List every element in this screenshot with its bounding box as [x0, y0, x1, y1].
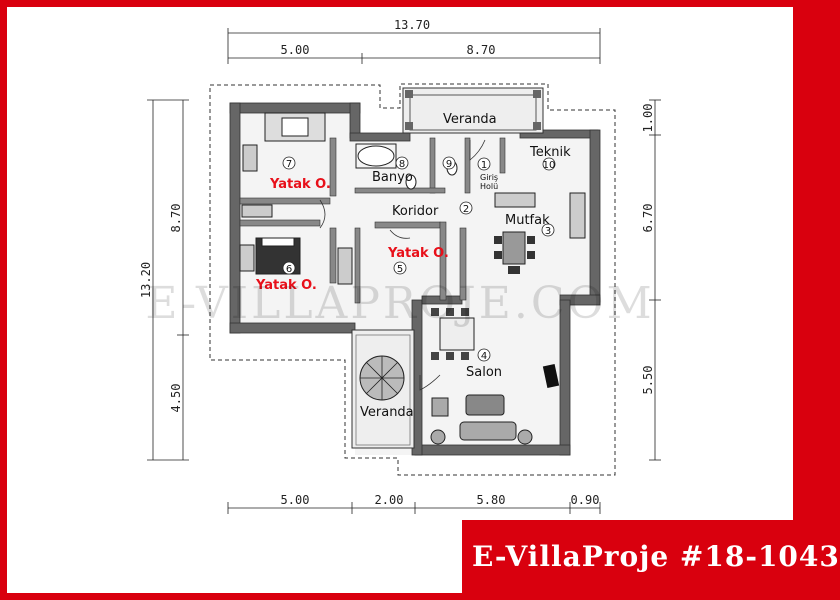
bed-icon-7: [264, 112, 326, 142]
sofa-icon: [430, 394, 533, 445]
room-label-teknik: Teknik: [529, 145, 571, 160]
dim-right-3: 5.50: [641, 366, 655, 395]
dining-table-salon: [431, 308, 475, 360]
outer-dashed-outline: [209, 83, 616, 476]
room-num-10: 10: [543, 160, 556, 171]
room-num-2: 2: [463, 204, 469, 215]
fireplace-icon: [542, 363, 560, 389]
room-label-yatak-5: Yatak O.: [387, 246, 449, 261]
desk-icon: [239, 144, 353, 285]
veranda-top-label: Veranda: [443, 112, 497, 127]
room-num-8: 8: [399, 159, 405, 170]
room-label-koridor: Koridor: [392, 204, 439, 219]
project-badge: E-VillaProje #18-1043: [462, 520, 839, 600]
room-num-4: 4: [481, 351, 487, 362]
room-label-yatak-6: Yatak O.: [255, 278, 317, 293]
watermark: E-VILLAPROJE.COM: [145, 278, 654, 329]
dimension-lines: [147, 28, 661, 514]
dim-left-outer: 13.20: [139, 262, 153, 298]
room-num-6: 6: [286, 264, 292, 275]
room-label-mutfak: Mutfak: [505, 213, 550, 228]
dim-top-right: 8.70: [467, 43, 496, 57]
dim-bottom-4: 0.90: [571, 493, 600, 507]
room-label-giris: Giriş: [480, 173, 498, 182]
room-label-salon: Salon: [466, 365, 502, 380]
room-label-banyo: Banyo: [372, 170, 413, 185]
dim-right-2: 6.70: [641, 204, 655, 233]
dim-left-upper: 8.70: [169, 204, 183, 233]
dim-right-1: 1.00: [641, 104, 655, 133]
floor-plan: 13.70 5.00 8.70 5.00 2.00 5.80 0.90 13.2…: [139, 18, 661, 514]
exterior-walls: [229, 102, 601, 456]
dim-left-lower: 4.50: [169, 384, 183, 413]
room-num-9: 9: [446, 159, 452, 170]
door-swings: [319, 139, 486, 391]
room-num-1: 1: [481, 160, 487, 171]
room-label-holu: Holü: [480, 182, 498, 191]
room-num-3: 3: [545, 226, 551, 237]
dim-top-total: 13.70: [394, 18, 430, 32]
badge-text: E-VillaProje #18-1043: [472, 540, 840, 573]
plan-frame: 13.70 5.00 8.70 5.00 2.00 5.80 0.90 13.2…: [7, 7, 793, 593]
kitchen-counter: [494, 192, 586, 239]
dining-table-kitchen: [494, 231, 535, 274]
bathtub-icon: [355, 143, 397, 169]
interior-walls: [239, 137, 506, 304]
veranda-bottom-label: Veranda: [360, 405, 414, 420]
dim-bottom-2: 2.00: [375, 493, 404, 507]
dim-bottom-3: 5.80: [477, 493, 506, 507]
veranda-columns: [405, 90, 541, 130]
umbrella-table-icon: [359, 355, 405, 401]
dim-bottom-1: 5.00: [281, 493, 310, 507]
room-num-7: 7: [286, 159, 292, 170]
dim-top-left: 5.00: [281, 43, 310, 57]
room-number-markers: [282, 156, 556, 362]
room-num-5: 5: [397, 264, 403, 275]
room-label-yatak-7: Yatak O.: [269, 177, 331, 192]
